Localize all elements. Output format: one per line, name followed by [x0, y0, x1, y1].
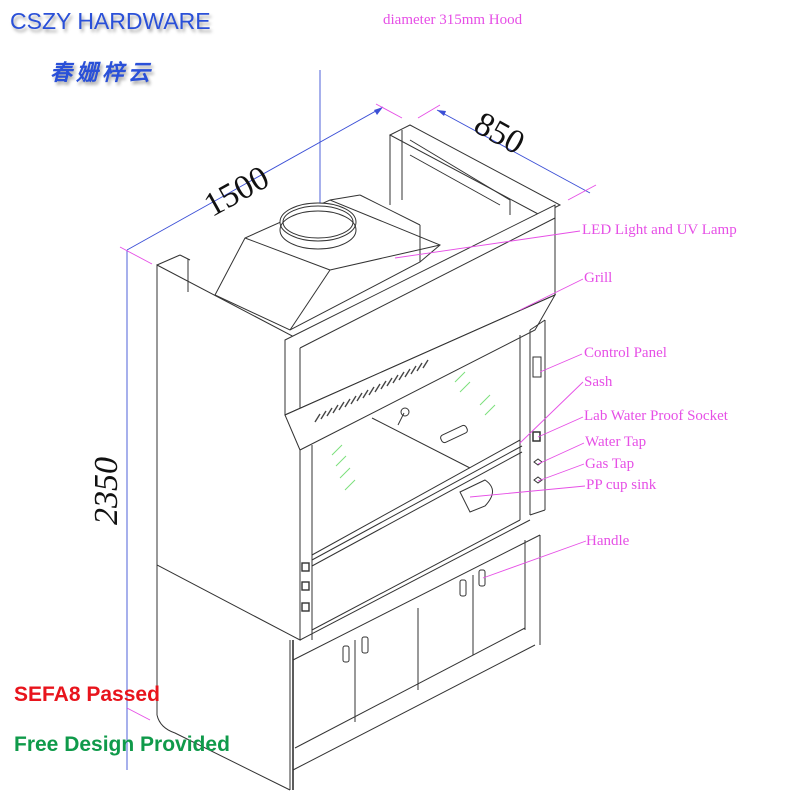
lower-vent-slots [314, 359, 429, 423]
top-plenum [214, 194, 441, 331]
socket-label: Lab Water Proof Socket [584, 408, 728, 424]
height-dimension: 2350 [88, 457, 125, 525]
cup-sink [459, 479, 493, 513]
dimension-ticks [119, 103, 597, 265]
cup-sink-label: PP cup sink [586, 477, 657, 493]
callout-leaders [126, 230, 587, 721]
base-cabinet [292, 534, 541, 771]
duct-collar [279, 202, 357, 250]
brand-title: CSZY HARDWARE [10, 8, 211, 34]
free-design-badge: Free Design Provided [14, 733, 230, 756]
water-tap-label: Water Tap [585, 434, 647, 450]
rear-frame [388, 124, 562, 216]
sash-bar [311, 417, 523, 567]
led-light-label: LED Light and UV Lamp [582, 222, 737, 238]
brand-chinese-name: 春姗梓云 [50, 60, 155, 86]
control-panel-label: Control Panel [584, 345, 667, 361]
left-side-panel [156, 254, 301, 791]
hood-label: diameter 315mm Hood [383, 12, 523, 28]
gas-tap-label: Gas Tap [585, 456, 635, 472]
left-sockets [301, 562, 310, 612]
service-column [529, 319, 546, 516]
sash-handle [397, 407, 468, 444]
glass-marks [331, 371, 496, 491]
handle-label: Handle [586, 533, 630, 549]
certification-badge: SEFA8 Passed [14, 683, 160, 706]
sash-frame [284, 293, 557, 641]
grill-label: Grill [584, 270, 613, 286]
sash-label: Sash [584, 374, 613, 390]
